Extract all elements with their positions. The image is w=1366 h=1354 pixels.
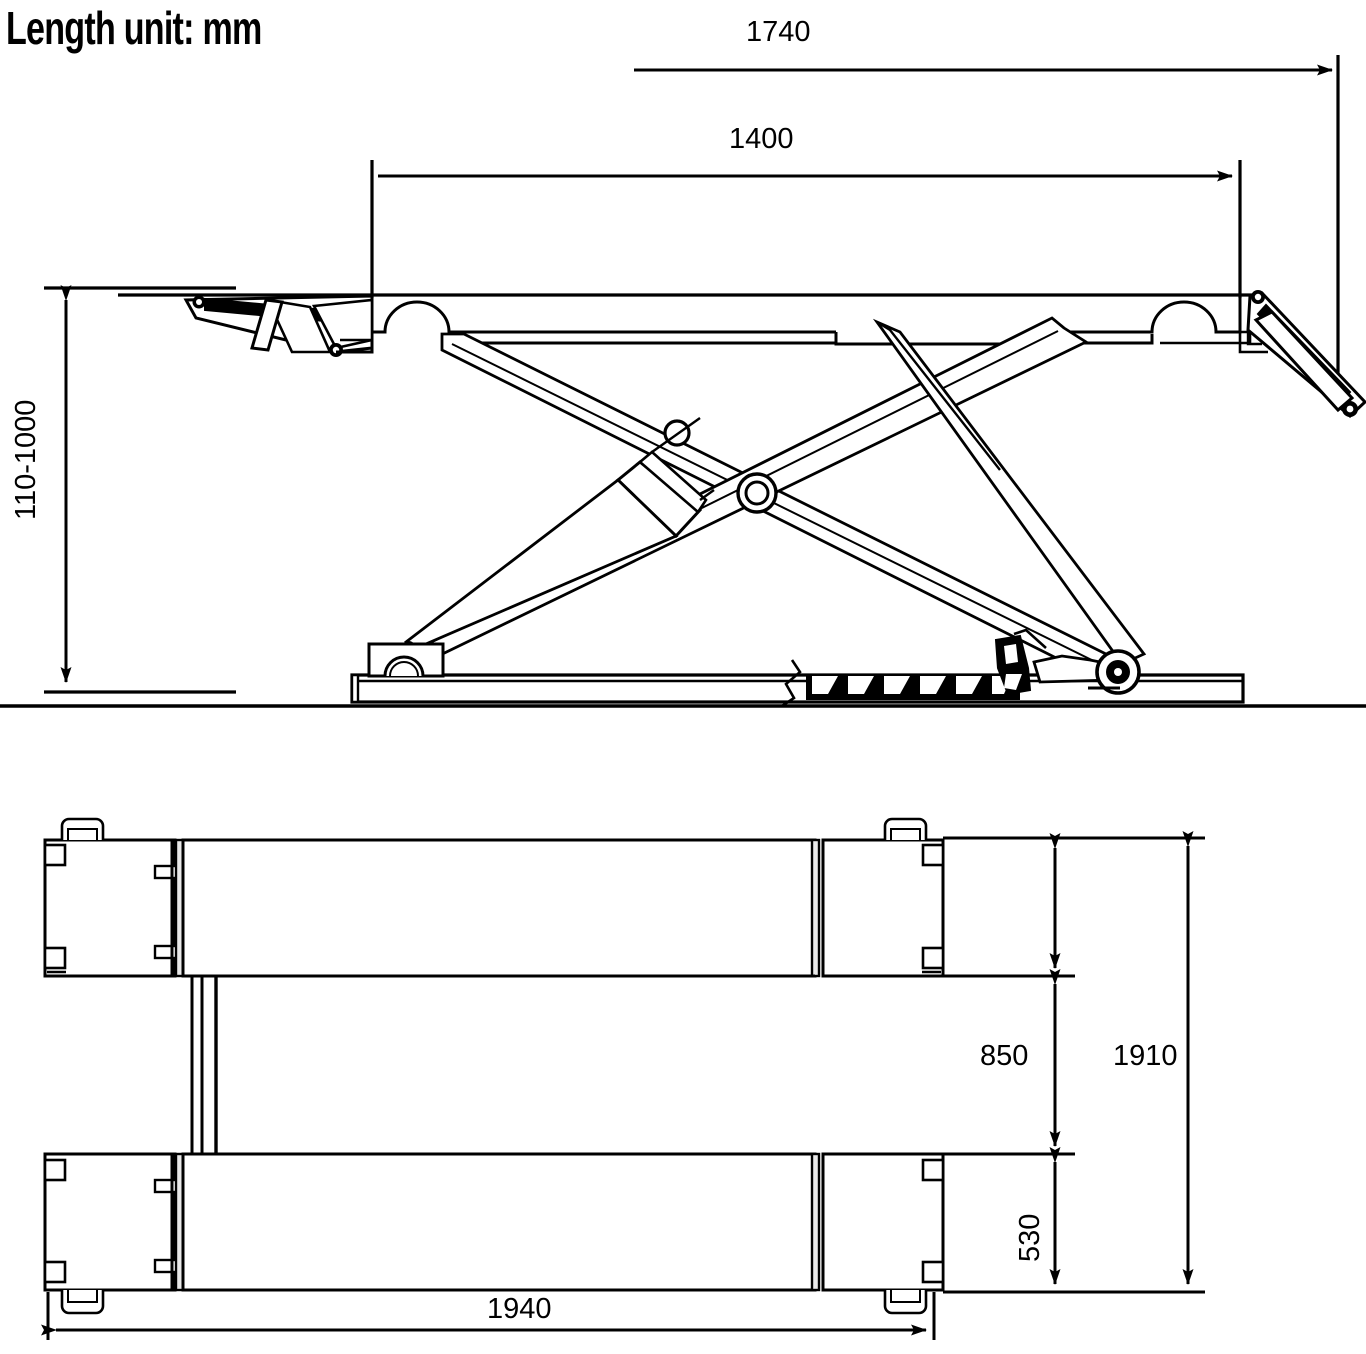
dimension-1400 (370, 160, 1242, 298)
roller-carriage (1032, 649, 1141, 695)
dimension-label-530: 530 (1014, 1213, 1046, 1262)
safety-latch-pawl (994, 628, 1047, 696)
plan-right-base-plate-lower (821, 1152, 945, 1315)
dimension-1940 (41, 1292, 936, 1340)
dimension-110-1000 (44, 285, 236, 694)
base-rail-assembly (0, 642, 1366, 708)
safety-rack-sawtooth (781, 659, 1020, 708)
dimension-label-1940: 1940 (487, 1293, 552, 1325)
dimension-1740 (634, 55, 1340, 410)
dimension-label-850: 850 (980, 1040, 1029, 1072)
plan-extension-lines (943, 836, 1205, 1294)
right-ramp-assembly (1238, 290, 1366, 419)
plan-right-base-plate-upper (821, 817, 945, 978)
plan-center-crossbar (190, 974, 815, 1156)
plan-top-view (43, 817, 945, 1315)
plan-runway-upper (181, 838, 817, 978)
plan-left-base-plate-upper (43, 817, 183, 978)
dimension-label-110-1000: 110-1000 (10, 399, 42, 520)
dimension-label-1400: 1400 (729, 123, 794, 155)
dimension-label-1910: 1910 (1113, 1040, 1178, 1072)
page-title: Length unit: mm (6, 2, 262, 54)
plan-left-base-plate-lower (43, 1152, 183, 1315)
side-elevation-view (0, 290, 1366, 708)
left-ramp-assembly (183, 294, 374, 357)
scissor-arm-assembly (404, 316, 1147, 684)
dimension-label-1740: 1740 (746, 16, 811, 48)
plan-runway-lower (181, 1152, 817, 1292)
